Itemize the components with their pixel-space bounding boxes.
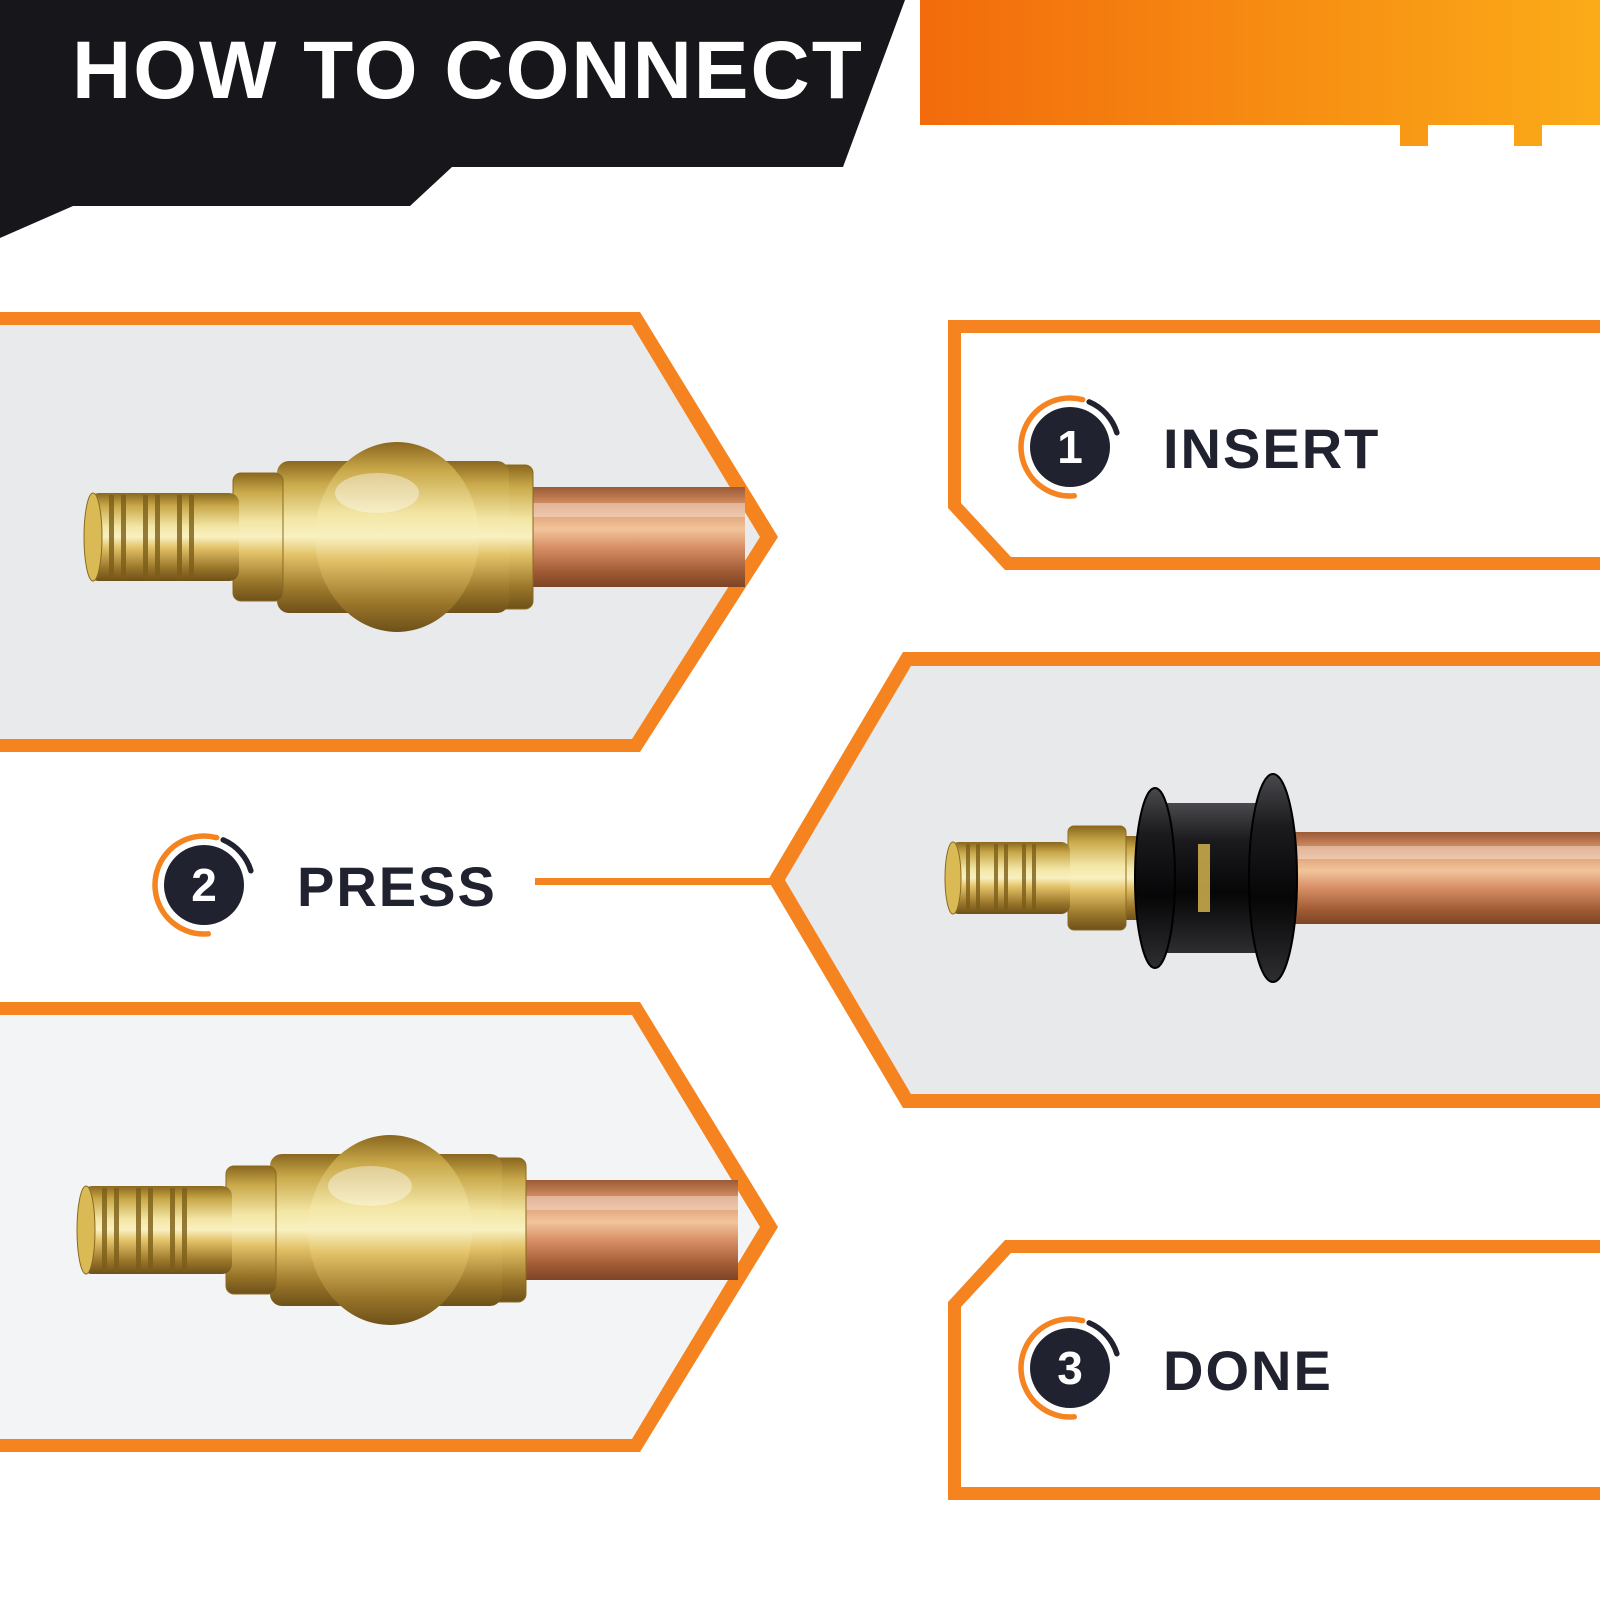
step-1-number: 1 xyxy=(1057,421,1083,473)
step-3-number-badge: 3 xyxy=(1018,1316,1122,1420)
step-3-label-panel xyxy=(961,1253,1600,1487)
header-banner-shape xyxy=(0,0,905,238)
header-orange-bar xyxy=(920,0,1600,146)
step-3-label: DONE xyxy=(1163,1339,1333,1402)
step-2-label: PRESS xyxy=(297,855,497,918)
step-2-number: 2 xyxy=(191,859,217,911)
step-3-badge-rings xyxy=(1018,1316,1122,1420)
page-title: HOW TO CONNECT xyxy=(72,25,864,116)
step-2-badge-rings xyxy=(152,833,256,937)
step-1-label: INSERT xyxy=(1163,417,1381,480)
step-3-number: 3 xyxy=(1057,1342,1083,1394)
step-2-connector-line xyxy=(535,878,775,885)
step-1-badge-rings xyxy=(1018,395,1122,499)
step-2-number-badge: 2 xyxy=(152,833,256,937)
step-1-label-panel xyxy=(961,333,1600,557)
step-1-number-badge: 1 xyxy=(1018,395,1122,499)
